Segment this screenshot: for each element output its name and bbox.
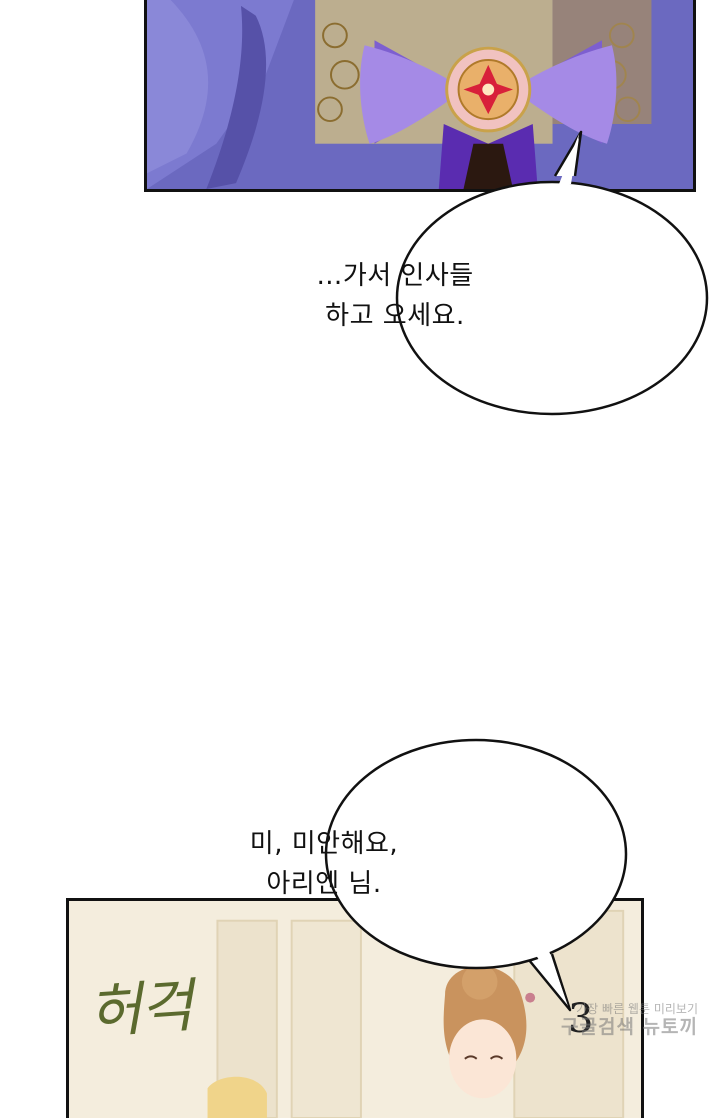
sound-effect-mark: 3 <box>568 996 594 1042</box>
bubble-1-line-1: …가서 인사들 <box>316 261 474 291</box>
dress-illustration <box>147 0 693 189</box>
watermark-line-1: 가장 빠른 웹툰 미리보기 <box>576 1002 698 1016</box>
speech-bubble-1: …가서 인사들 하고 오세요. <box>238 130 709 416</box>
bubble-2-line-1: 미, 미안해요, <box>249 829 399 859</box>
bubble-2-line-2: 아리엔 님. <box>266 869 382 899</box>
bottom-illustration-panel <box>66 898 644 1118</box>
speech-bubble-2: 미, 미안해요, 아리엔 님. <box>172 738 628 1012</box>
top-illustration-panel <box>144 0 696 192</box>
watermark-line-2: 구글검색 뉴토끼 <box>561 1016 698 1038</box>
bubble-1-line-2: 하고 오세요. <box>325 301 465 331</box>
speech-bubble-2-shape <box>324 738 628 1012</box>
watermark: 가장 빠른 웹툰 미리보기 구글검색 뉴토끼 <box>561 1002 698 1038</box>
sound-effect-text: 허걱 <box>86 971 194 1047</box>
speech-bubble-1-shape <box>395 130 709 416</box>
